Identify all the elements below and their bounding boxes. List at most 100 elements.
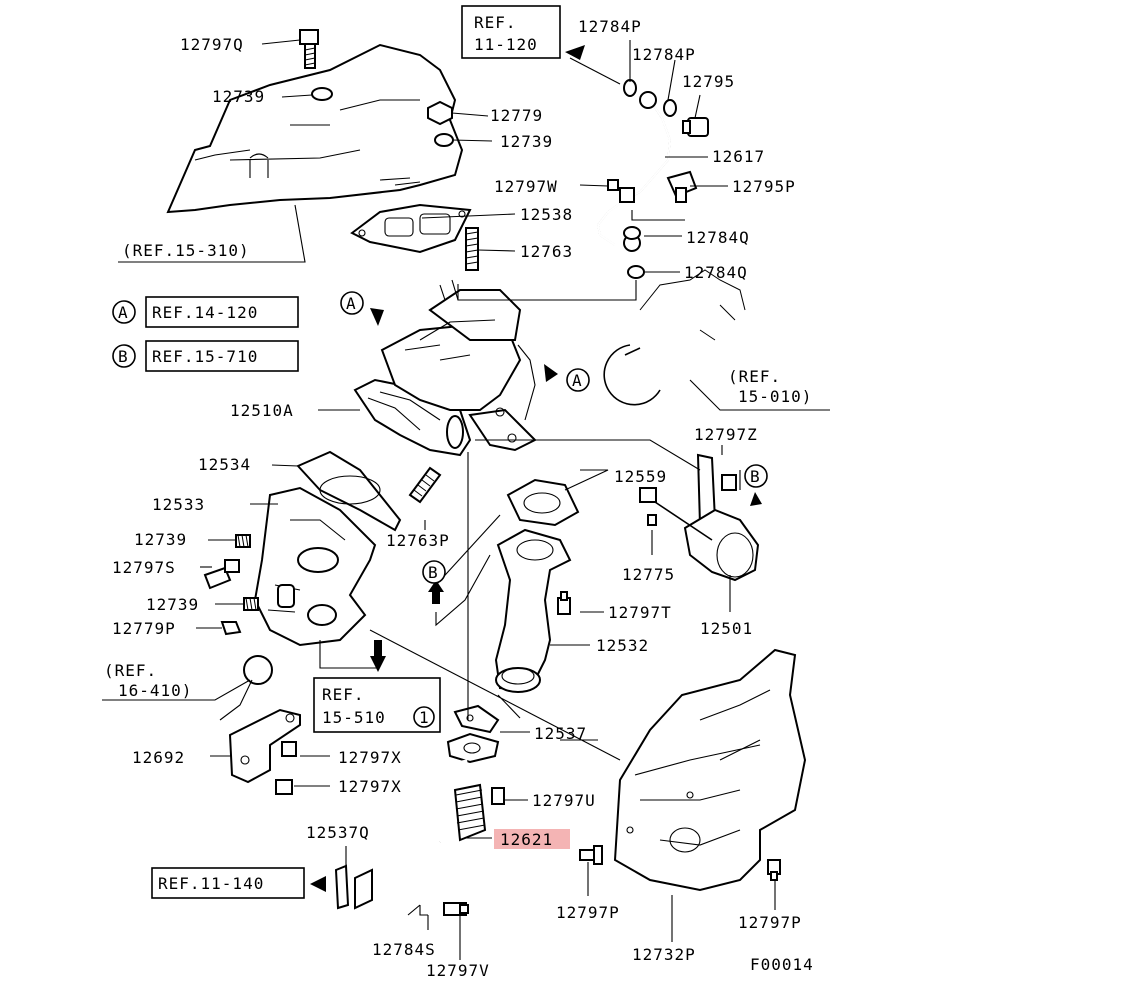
callout-12795[interactable]: 12795 [682,72,735,91]
callout-12739-d[interactable]: 12739 [146,595,199,614]
gasket-12534 [296,450,402,532]
ref-15-710-label: REF.15-710 [152,347,258,366]
callout-12559[interactable]: 12559 [614,467,667,486]
arrow-b-right-icon [750,492,762,506]
callout-12797P-a[interactable]: 12797P [556,903,620,922]
ref-15-710-box[interactable] [145,340,299,372]
callout-12795P[interactable]: 12795P [732,177,796,196]
intake-hose [603,269,746,406]
callout-12797T[interactable]: 12797T [608,603,672,622]
clip-12784S [419,905,428,916]
marker-a-top [340,291,364,315]
callout-12797Z[interactable]: 12797Z [694,425,758,444]
callout-12779[interactable]: 12779 [490,106,543,125]
callout-12797V[interactable]: 12797V [426,961,490,980]
ref-11-120-box[interactable] [461,5,561,59]
direction-arrows [310,45,762,892]
callout-12510A[interactable]: 12510A [230,401,294,420]
arrow-to-ref-11-120-icon [565,45,585,60]
callout-12537Q[interactable]: 12537Q [306,823,370,842]
callout-12784P-b[interactable]: 12784P [632,45,696,64]
arrow-ref-15-510-icon [370,640,386,672]
callout-12732P[interactable]: 12732P [632,945,696,964]
callout-12532[interactable]: 12532 [596,636,649,655]
callout-12621-highlighted[interactable]: 12621 [500,830,553,849]
callout-12784Q-a[interactable]: 12784Q [686,228,750,247]
callout-12797P-b[interactable]: 12797P [738,913,802,932]
bracket-12692 [228,708,301,795]
arrow-a-top-icon [370,308,384,326]
turbocharger-12510A [353,279,537,457]
nut-12779P [220,621,242,636]
callout-12692[interactable]: 12692 [132,748,185,767]
bolt-12797P-a [579,845,603,865]
callout-12501[interactable]: 12501 [700,619,753,638]
callout-12797Q[interactable]: 12797Q [180,35,244,54]
ref-11-120-line2: 11-120 [474,35,538,54]
callout-12797X-b[interactable]: 12797X [338,777,402,796]
arrow-a-right-icon [544,364,558,382]
callout-12784Q-b[interactable]: 12784Q [684,263,748,282]
marker-b-right [744,464,768,488]
bolt-12797S [203,559,240,590]
ref-14-120-box[interactable] [145,296,299,328]
ref-11-140-label: REF.11-140 [158,874,264,893]
spring-12739-a [235,534,251,548]
callout-12797S[interactable]: 12797S [112,558,176,577]
bolt-12797U [491,787,505,805]
callout-12797W[interactable]: 12797W [494,177,558,196]
ref-15-010-line2[interactable]: 15-010) [738,387,812,406]
oil-return-pipe-12621 [354,732,500,910]
highlight-12621 [494,829,570,849]
stud-12763P [408,466,442,504]
bolt-12797P-b [767,859,781,881]
marker-b-left [422,560,446,584]
callout-12537[interactable]: 12537 [534,724,587,743]
callout-12617[interactable]: 12617 [712,147,765,166]
ref-15-010-line1[interactable]: (REF. [728,367,781,386]
bolt-12797Q [299,29,319,69]
stud-12763 [465,227,479,271]
leader-lines [102,39,830,960]
bolt-12797V [443,902,469,916]
ref-15-510-line2: 15-510 [322,708,386,727]
ref-14-120-label: REF.14-120 [152,303,258,322]
turbine-outlet-elbow-12533 [253,486,377,647]
callout-12739-a[interactable]: 12739 [212,87,265,106]
ref-11-140-box[interactable] [151,867,305,899]
nut-12779 [427,100,453,126]
gasket-12559 [506,478,580,527]
spring-12739-b [243,597,259,611]
washer-12784P-a [623,79,637,97]
callout-12797X-a[interactable]: 12797X [338,748,402,767]
callout-12775[interactable]: 12775 [622,565,675,584]
callout-12763[interactable]: 12763 [520,242,573,261]
callout-12739-c[interactable]: 12739 [134,530,187,549]
arrow-b-left-icon [428,580,444,604]
marker-a-top-label: A [346,294,357,313]
marker-b-legend [112,344,136,368]
washer-12784Q-b [627,265,645,279]
ref-15-510-line1: REF. [322,685,365,704]
callout-12739-b[interactable]: 12739 [500,132,553,151]
marker-a-right [566,368,590,392]
ref-15-510-number: 1 [419,708,430,727]
ref-15-310-label[interactable]: (REF.15-310) [122,241,250,260]
ref-16-410-line2[interactable]: 16-410) [118,681,192,700]
callout-12534[interactable]: 12534 [198,455,251,474]
ref-11-120-line1: REF. [474,13,517,32]
figure-code: F00014 [750,955,814,974]
gasket-12538 [350,203,472,254]
callout-12779P[interactable]: 12779P [112,619,176,638]
callout-12763P[interactable]: 12763P [386,531,450,550]
ref-16-410-line1[interactable]: (REF. [104,661,157,680]
callout-12538[interactable]: 12538 [520,205,573,224]
callout-12533[interactable]: 12533 [152,495,205,514]
marker-a-right-label: A [572,371,583,390]
callout-12784S[interactable]: 12784S [372,940,436,959]
callout-12784P-a[interactable]: 12784P [578,17,642,36]
callout-12797U[interactable]: 12797U [532,791,596,810]
lower-heat-shield-12732P [613,648,807,892]
